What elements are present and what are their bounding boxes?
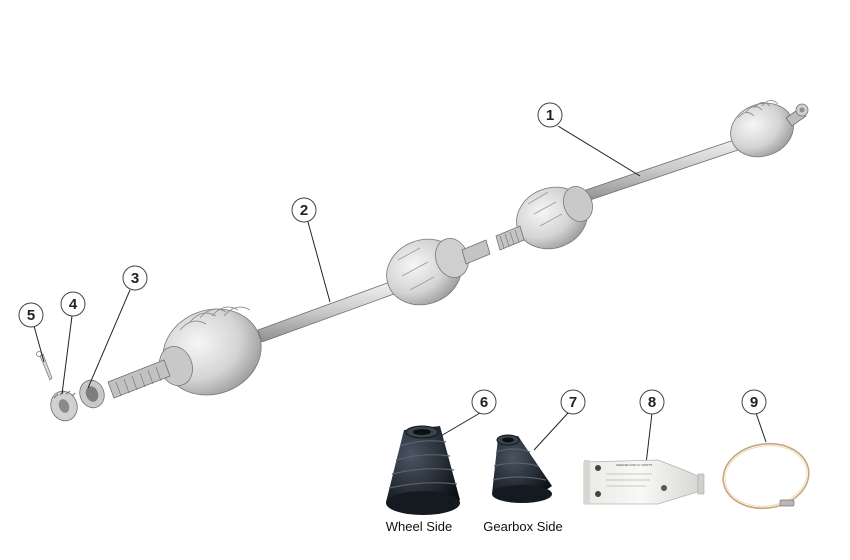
callout-1-label: 1 — [546, 107, 554, 124]
callout-2-label: 2 — [300, 202, 308, 219]
callout-6: 6 — [471, 389, 497, 415]
leader-lines — [33, 125, 767, 465]
callout-6-label: 6 — [480, 394, 488, 411]
callout-1: 1 — [537, 102, 563, 128]
callout-4-label: 4 — [69, 296, 78, 313]
callout-5: 5 — [18, 302, 44, 328]
cotter-pin — [36, 351, 53, 381]
callout-5-label: 5 — [27, 307, 35, 324]
gearbox-side-caption: Gearbox Side — [483, 519, 563, 534]
callout-9-label: 9 — [750, 394, 758, 411]
hub-nut — [79, 379, 105, 409]
boot-clamp — [722, 442, 810, 510]
gearbox-side-boot — [492, 434, 552, 503]
callout-9: 9 — [741, 389, 767, 415]
right-shaft — [495, 100, 809, 251]
callout-8: 8 — [639, 389, 665, 415]
callout-2: 2 — [291, 197, 317, 223]
wheel-side-boot — [386, 425, 460, 515]
drive-shaft-assembly — [36, 100, 809, 422]
callouts: 1 2 3 4 5 6 7 8 — [18, 102, 767, 415]
callout-3: 3 — [122, 265, 148, 291]
callout-4: 4 — [60, 291, 86, 317]
grease-tube-label: GREASE FOR CV JOINTS — [616, 463, 652, 467]
callout-3-label: 3 — [131, 270, 139, 287]
left-shaft — [107, 238, 491, 399]
callout-7: 7 — [560, 389, 586, 415]
grease-tube: GREASE FOR CV JOINTS — [583, 459, 705, 505]
wheel-side-caption: Wheel Side — [386, 519, 452, 534]
castle-nut — [50, 390, 78, 422]
callout-7-label: 7 — [569, 394, 577, 411]
callout-8-label: 8 — [648, 394, 656, 411]
